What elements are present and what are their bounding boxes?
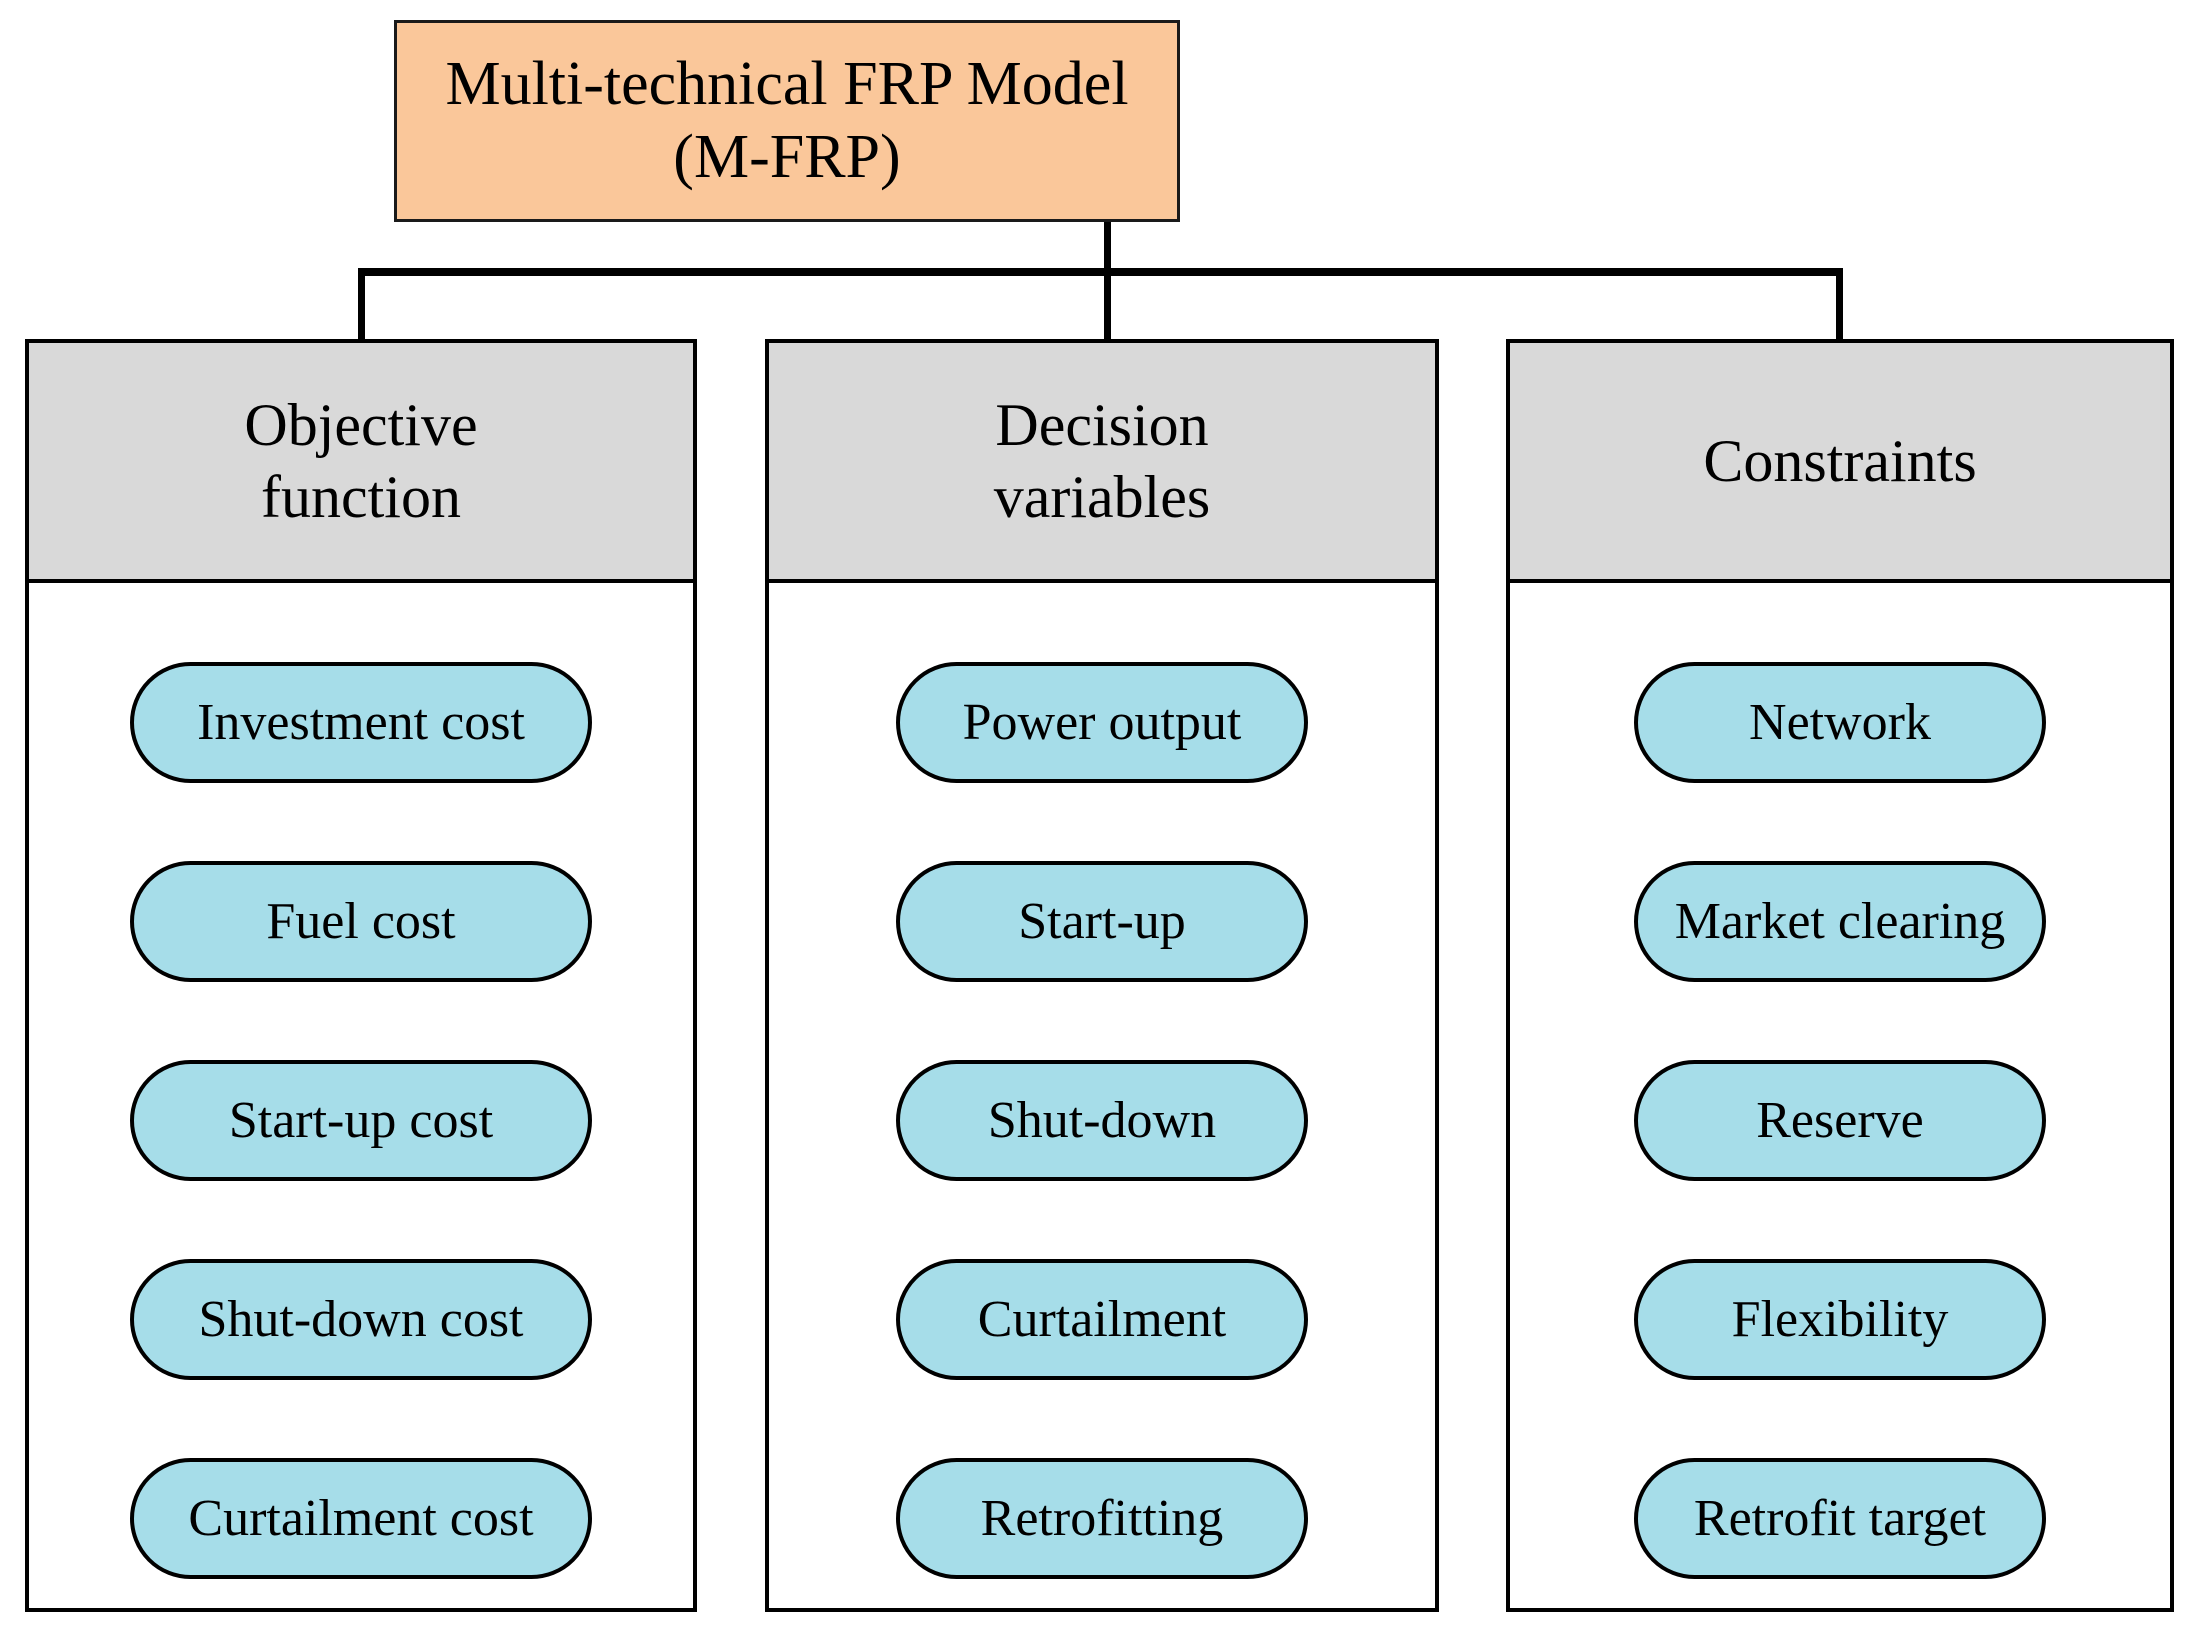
connector-branch-constraints xyxy=(1836,268,1843,342)
column-header-line-2: variables xyxy=(993,464,1211,530)
column-header-objective-function: Objective function xyxy=(29,343,693,583)
pill-power-output[interactable]: Power output xyxy=(896,662,1308,783)
column-body-constraints: Network Market clearing Reserve Flexibil… xyxy=(1510,583,2170,1608)
pill-shut-down-cost[interactable]: Shut-down cost xyxy=(130,1259,592,1380)
pill-reserve[interactable]: Reserve xyxy=(1634,1060,2046,1181)
connector-branch-objective-function xyxy=(358,268,365,342)
column-header-decision-variables: Decision variables xyxy=(769,343,1435,583)
connector-root-stem xyxy=(1104,222,1111,272)
root-node-title-line-1: Multi-technical FRP Model xyxy=(445,49,1129,118)
connector-horizontal-bus xyxy=(361,268,1843,276)
pill-shut-down[interactable]: Shut-down xyxy=(896,1060,1308,1181)
pill-fuel-cost[interactable]: Fuel cost xyxy=(130,861,592,982)
pill-start-up-cost[interactable]: Start-up cost xyxy=(130,1060,592,1181)
column-constraints: Constraints Network Market clearing Rese… xyxy=(1506,339,2174,1612)
column-body-decision-variables: Power output Start-up Shut-down Curtailm… xyxy=(769,583,1435,1608)
column-body-objective-function: Investment cost Fuel cost Start-up cost … xyxy=(29,583,693,1608)
pill-start-up[interactable]: Start-up xyxy=(896,861,1308,982)
pill-network[interactable]: Network xyxy=(1634,662,2046,783)
root-node-title-line-2: (M-FRP) xyxy=(673,123,901,191)
column-objective-function: Objective function Investment cost Fuel … xyxy=(25,339,697,1612)
pill-retrofit-target[interactable]: Retrofit target xyxy=(1634,1458,2046,1579)
column-header-line-2: function xyxy=(261,464,461,530)
root-node-multi-technical-frp-model: Multi-technical FRP Model (M-FRP) xyxy=(394,20,1180,222)
column-header-constraints: Constraints xyxy=(1510,343,2170,583)
pill-market-clearing[interactable]: Market clearing xyxy=(1634,861,2046,982)
column-header-line-1: Objective xyxy=(244,392,478,458)
column-header-line-1: Constraints xyxy=(1703,428,1977,494)
pill-investment-cost[interactable]: Investment cost xyxy=(130,662,592,783)
pill-flexibility[interactable]: Flexibility xyxy=(1634,1259,2046,1380)
column-header-line-1: Decision xyxy=(995,392,1209,458)
connector-branch-decision-variables xyxy=(1104,268,1111,342)
pill-curtailment[interactable]: Curtailment xyxy=(896,1259,1308,1380)
pill-retrofitting[interactable]: Retrofitting xyxy=(896,1458,1308,1579)
pill-curtailment-cost[interactable]: Curtailment cost xyxy=(130,1458,592,1579)
column-decision-variables: Decision variables Power output Start-up… xyxy=(765,339,1439,1612)
